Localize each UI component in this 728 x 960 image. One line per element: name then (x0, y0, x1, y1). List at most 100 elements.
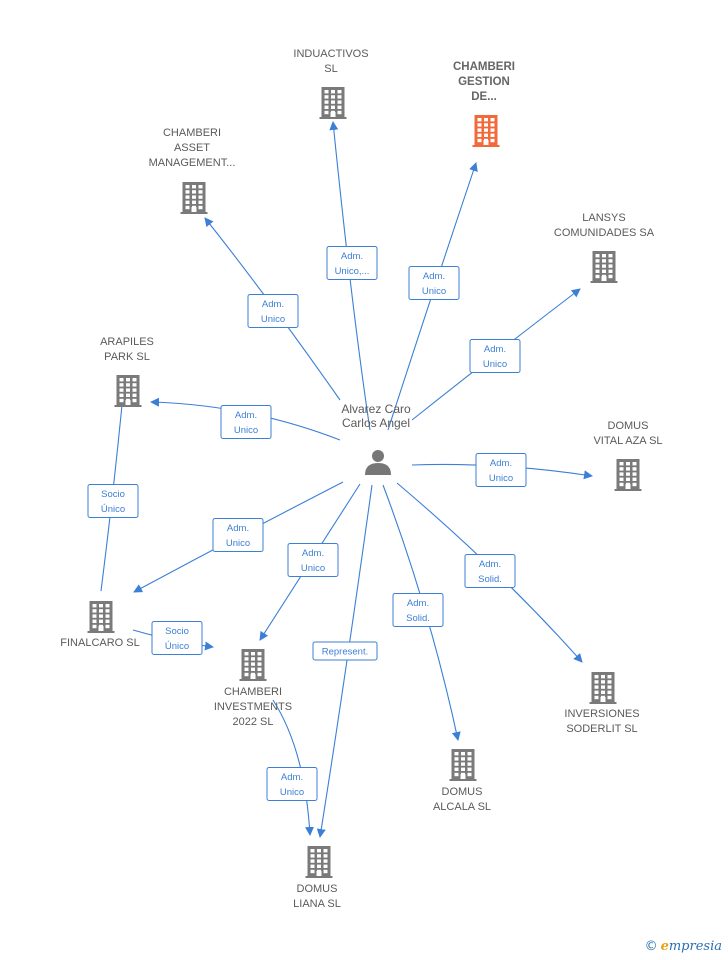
company-name: ALCALA SL (433, 801, 491, 813)
company-name: 2022 SL (233, 716, 274, 728)
company-name: CHAMBERI (453, 61, 515, 73)
edge-center-inversiones: Adm. Solid. (396, 482, 583, 663)
edge-center-chamberi-gestion: Adm.Unico (387, 162, 478, 431)
edge-label-text: Adm. (407, 598, 429, 609)
building-icon (87, 601, 115, 633)
edge-label[interactable]: Adm.Unico (287, 543, 339, 577)
company-name: VITAL AZA SL (593, 435, 662, 447)
company-name: INDUACTIVOS (293, 48, 368, 60)
company-name: SODERLIT SL (566, 723, 637, 735)
person-icon (365, 450, 391, 475)
edge-label-box (326, 246, 378, 280)
edge-label-text: Adm. (262, 299, 284, 310)
edge-label[interactable]: Adm. Unico (266, 767, 318, 801)
company-name: LANSYS (582, 212, 625, 224)
edge-label[interactable]: Adm. Unico (469, 339, 521, 373)
edge-label[interactable]: Represent. (312, 641, 378, 661)
edge-center-arapiles: Adm. Unico (150, 397, 341, 441)
edge-label-text: Adm. (341, 251, 363, 262)
building-icon (319, 87, 347, 119)
edge-label[interactable]: Adm. Unico (475, 453, 527, 487)
company-name: PARK SL (104, 351, 150, 363)
edge-label-text: Unico (483, 359, 507, 370)
edge-line (100, 383, 128, 592)
edge-center-domus-alcala: Adm. Solid. (382, 484, 461, 741)
company-name: COMUNIDADES SA (554, 227, 655, 239)
edge-label[interactable]: Adm.Solid. (464, 554, 516, 588)
edge-label-text: Adm. (281, 772, 303, 783)
edge-label-text: Represent. (322, 647, 368, 658)
building-icon (614, 459, 642, 491)
edge-label-text: Solid. (406, 613, 430, 624)
edge-center-induactivos: Adm.Unico,... (326, 121, 378, 431)
edge-label-text: Único (165, 641, 189, 652)
edge-label-box (247, 294, 299, 328)
edge-label-box (312, 641, 378, 661)
company-name: MANAGEMENT... (149, 157, 236, 169)
company-name: CHAMBERI (224, 686, 282, 698)
edge-label[interactable]: Adm. Unico (212, 518, 264, 552)
brand-initial: e (660, 939, 669, 954)
edge-center-domus-liana: Represent. (312, 484, 378, 838)
edge-label[interactable]: Adm.Unico (408, 266, 460, 300)
edge-label-text: Único (101, 504, 125, 515)
edge-label[interactable]: Adm.Unico,... (326, 246, 378, 280)
company-node-chamberi-gestion[interactable]: CHAMBERI GESTION DE... (453, 61, 515, 147)
company-name: FINALCARO SL (60, 637, 139, 649)
edge-label-text: Adm. (484, 344, 506, 355)
edge-label-text: Unico (234, 425, 258, 436)
edge-line (329, 121, 371, 431)
company-name: GESTION (458, 76, 510, 88)
edge-label-box (392, 593, 444, 627)
edge-label-text: Unico (226, 538, 250, 549)
edge-label-text: Adm. (479, 559, 501, 570)
edge-label-text: Unico (489, 473, 513, 484)
building-icon (239, 649, 267, 681)
company-node-finalcaro[interactable]: FINALCARO SL (60, 601, 140, 649)
edge-label-box (266, 767, 318, 801)
edge-label-text: Unico (422, 286, 446, 297)
edge-label-box (408, 266, 460, 300)
company-node-lansys[interactable]: LANSYS COMUNIDADES SA (554, 212, 655, 283)
person-name: Carlos Angel (342, 416, 410, 430)
building-icon (589, 672, 617, 704)
company-node-chamberi-asset[interactable]: CHAMBERIASSETMANAGEMENT... (149, 127, 236, 214)
edge-label-box (87, 484, 139, 518)
company-name: CHAMBERI (163, 127, 221, 139)
edge-label[interactable]: Adm. Solid. (392, 593, 444, 627)
company-name: INVERSIONES (564, 708, 639, 720)
edge-label-text: Unico (261, 314, 285, 325)
edge-label[interactable]: Adm. Unico (247, 294, 299, 328)
company-name: DE... (471, 91, 497, 103)
company-node-inversiones[interactable]: INVERSIONES SODERLIT SL (564, 672, 640, 735)
edge-chamberi-investments-domus-liana: Adm. Unico (266, 699, 318, 836)
edge-label-text: Adm. (490, 458, 512, 469)
edge-label-box (151, 621, 203, 655)
edge-center-chamberi-asset: Adm. Unico (204, 217, 341, 401)
edge-label-text: Unico (280, 787, 304, 798)
edge-center-domus-vital: Adm. Unico (411, 453, 593, 487)
edge-label-text: Adm. (235, 410, 257, 421)
edge-label-text: Unico (301, 563, 325, 574)
edge-line (272, 699, 315, 836)
edge-label-text: Adm. (227, 523, 249, 534)
building-icon (180, 182, 208, 214)
edge-label-box (475, 453, 527, 487)
person-name: Alvarez Caro (341, 402, 411, 416)
empresia-logo: ©empresia (645, 939, 722, 954)
edge-label[interactable]: Adm. Unico (220, 405, 272, 439)
edge-line (316, 484, 373, 838)
company-name: LIANA SL (293, 898, 341, 910)
